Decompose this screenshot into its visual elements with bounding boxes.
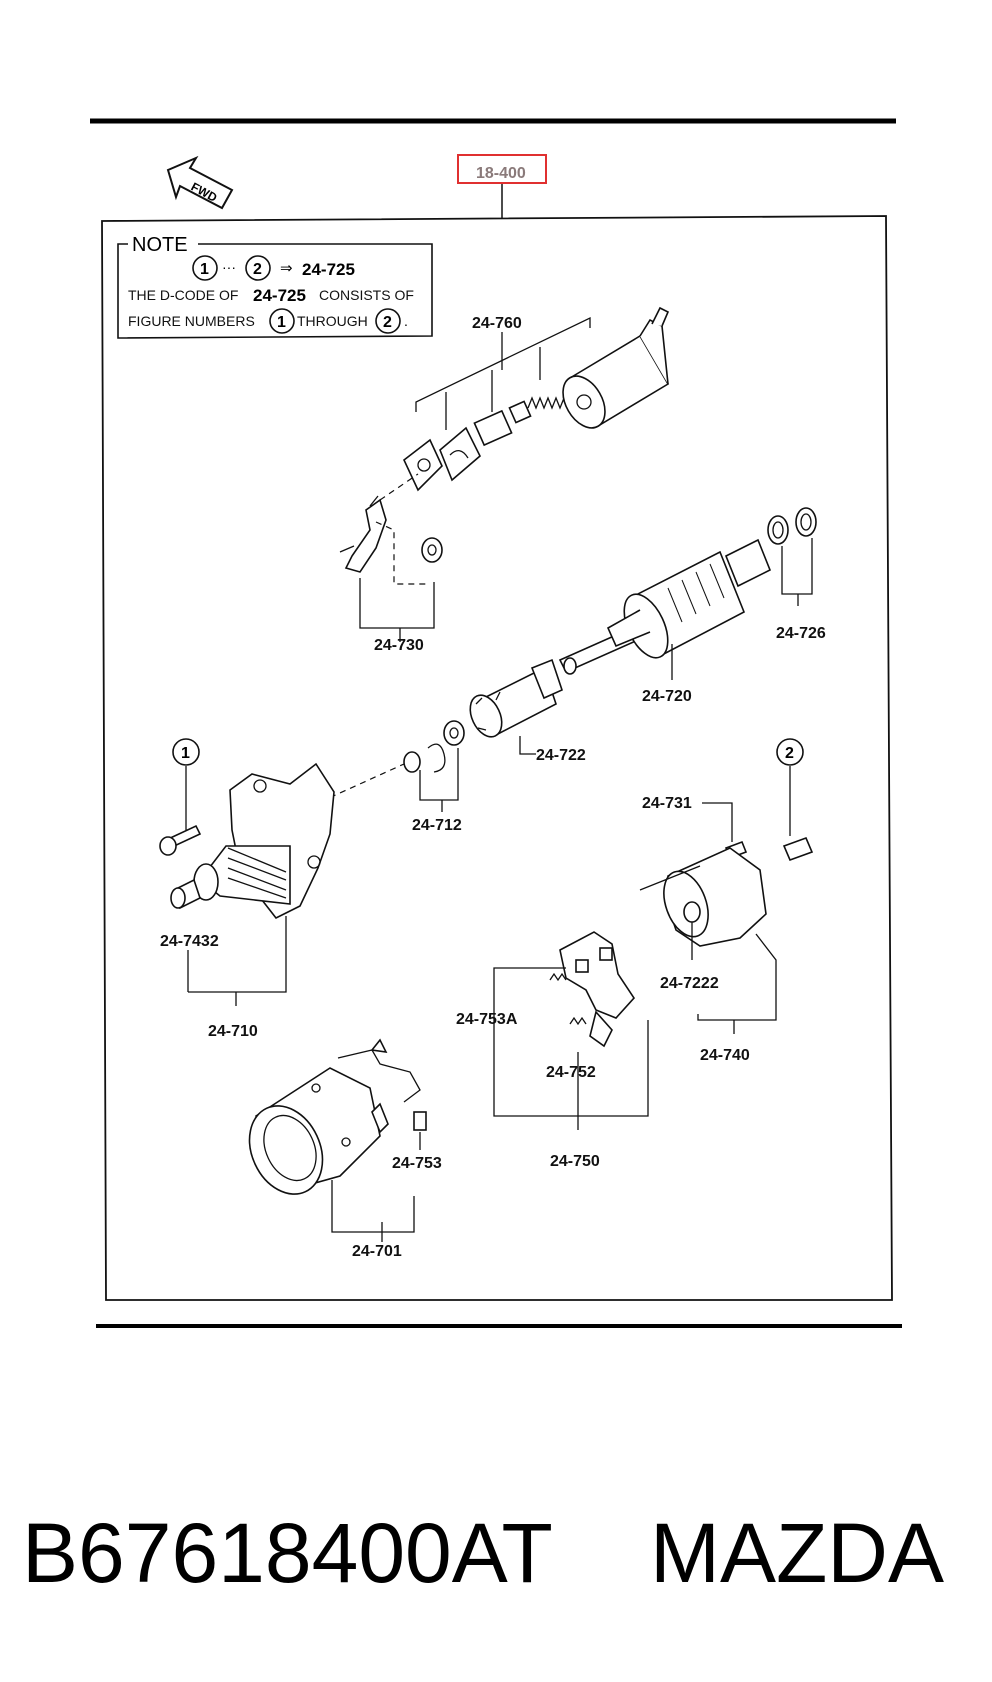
label-24-722: 24-722 xyxy=(536,747,586,764)
label-24-752: 24-752 xyxy=(546,1064,596,1081)
reference-box[interactable] xyxy=(457,154,547,184)
label-24-726: 24-726 xyxy=(776,625,826,642)
callout-1-group: 1 xyxy=(159,738,202,856)
note-line3-to: 2 xyxy=(383,314,392,331)
note-line3-from: 1 xyxy=(277,314,286,331)
fwd-arrow-icon: FWD xyxy=(166,155,234,210)
pinion-group xyxy=(469,658,563,755)
label-24-701: 24-701 xyxy=(352,1243,402,1260)
solenoid-group xyxy=(339,306,670,642)
svg-text:.: . xyxy=(404,313,408,329)
label-24-712: 24-712 xyxy=(412,817,462,834)
armature-group xyxy=(558,507,817,680)
diagram-frame xyxy=(101,215,893,1301)
label-24-731: 24-731 xyxy=(642,795,692,812)
label-24-753A: 24-753A xyxy=(456,1011,518,1028)
note-title: NOTE xyxy=(132,234,188,256)
note-range-code: 24-725 xyxy=(302,260,355,279)
svg-text:···: ··· xyxy=(222,259,236,275)
label-24-710: 24-710 xyxy=(208,1023,258,1040)
label-24-730: 24-730 xyxy=(374,637,424,654)
label-24-7222: 24-7222 xyxy=(660,975,719,992)
snap-ring-group xyxy=(319,720,465,812)
svg-text:⇒: ⇒ xyxy=(280,260,293,277)
footer-part-number: B67618400AT xyxy=(22,1506,553,1600)
label-24-750: 24-750 xyxy=(550,1153,600,1170)
note-range-to: 2 xyxy=(253,261,262,278)
label-24-760: 24-760 xyxy=(472,315,522,332)
label-24-7432: 24-7432 xyxy=(160,933,219,950)
reference-code: 18-400 xyxy=(476,165,526,182)
callout-2-number: 2 xyxy=(785,745,794,762)
note-box: NOTE 1 ··· 2 ⇒ 24-725 THE D-CODE OF 24-7… xyxy=(117,234,433,339)
footer-brand: MAZDA xyxy=(650,1506,944,1600)
brush-holder-group xyxy=(493,931,649,1130)
label-24-740: 24-740 xyxy=(700,1047,750,1064)
note-line2-suffix: CONSISTS OF xyxy=(319,287,414,303)
label-24-753: 24-753 xyxy=(392,1155,442,1172)
note-range-from: 1 xyxy=(200,261,209,278)
label-24-720: 24-720 xyxy=(642,688,692,705)
note-line3-prefix: FIGURE NUMBERS xyxy=(128,313,255,329)
note-line3-mid: THROUGH xyxy=(297,313,368,329)
note-line2-code: 24-725 xyxy=(253,286,306,305)
yoke-group xyxy=(248,1038,427,1242)
note-line2-prefix: THE D-CODE OF xyxy=(128,287,238,303)
rear-cover-group xyxy=(639,847,777,1034)
callout-1-number: 1 xyxy=(181,745,190,762)
drive-housing-group xyxy=(170,762,335,1006)
callout-2-group: 2 xyxy=(702,738,814,862)
